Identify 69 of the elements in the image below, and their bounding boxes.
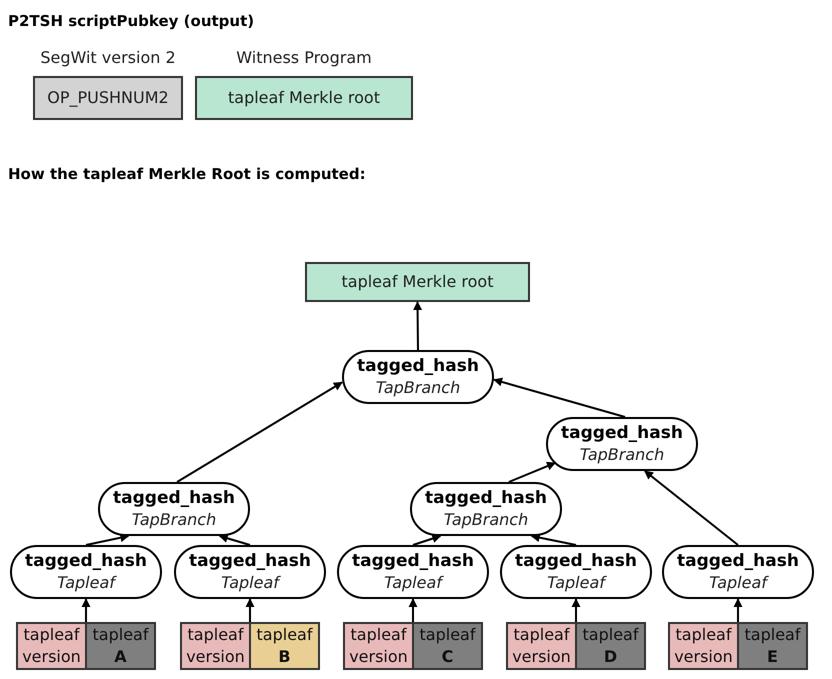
arrow	[408, 598, 418, 622]
arrow	[246, 598, 254, 622]
function-name: tagged_hash	[352, 551, 474, 572]
leaf-field	[249, 624, 318, 668]
function-name: tagged_hash	[25, 551, 147, 572]
function-name: tagged_hash	[561, 423, 683, 444]
hash-pill	[174, 545, 326, 599]
field-label: tapleaf version	[511, 624, 572, 668]
hash-tag: Tapleaf	[384, 572, 442, 593]
field-label: tapleaf A	[92, 624, 150, 668]
hash-tag: TapBranch	[580, 444, 664, 465]
function-name: tagged_hash	[677, 551, 799, 572]
hash-pill	[546, 417, 698, 471]
arrow	[508, 462, 556, 483]
field-label: tapleaf C	[418, 624, 477, 668]
function-name: tagged_hash	[515, 551, 637, 572]
field-label: tapleaf version	[348, 624, 409, 668]
box-heading: SegWit version 2	[40, 48, 176, 68]
arrow	[218, 534, 250, 546]
hash-pill	[662, 545, 814, 599]
field-label: tapleaf version	[21, 624, 82, 668]
box-label: tapleaf Merkle root	[342, 271, 494, 293]
hash-tag: TapBranch	[132, 509, 216, 530]
field-value: tapleaf Merkle root	[228, 87, 380, 109]
arrow	[412, 534, 442, 546]
diagram-title: P2TSH scriptPubkey (output)	[8, 11, 254, 32]
field-label: tapleaf B	[256, 624, 314, 668]
field-label: tapleaf version	[185, 624, 246, 668]
field-label: tapleaf D	[582, 624, 640, 668]
leaf-data-box	[180, 622, 320, 670]
merkle-root-box	[305, 262, 530, 302]
hash-pill	[10, 545, 162, 599]
hash-pill	[500, 545, 652, 599]
leaf-data-box	[668, 622, 808, 670]
hash-pill	[410, 482, 562, 536]
arrow	[86, 533, 130, 546]
arrow	[572, 598, 580, 622]
function-name: tagged_hash	[189, 551, 311, 572]
hash-tag: TapBranch	[444, 509, 528, 530]
field-value: OP_PUSHNUM2	[47, 87, 169, 109]
leaf-field	[412, 624, 481, 668]
box-heading: Witness Program	[236, 48, 372, 68]
arrow	[530, 533, 576, 546]
arrow	[493, 378, 626, 418]
hash-tag: TapBranch	[376, 377, 460, 398]
arrow	[734, 598, 742, 622]
leaf-field	[575, 624, 644, 668]
field-label: tapleaf E	[744, 624, 802, 668]
hash-tag: Tapleaf	[221, 572, 279, 593]
arrow	[413, 301, 422, 350]
arrow	[644, 470, 739, 546]
hash-pill	[342, 350, 494, 404]
function-name: tagged_hash	[357, 356, 479, 377]
hash-tag: Tapleaf	[709, 572, 767, 593]
hash-tag: Tapleaf	[547, 572, 605, 593]
arrow	[82, 598, 90, 622]
leaf-data-box	[506, 622, 646, 670]
field-label: tapleaf version	[673, 624, 734, 668]
function-name: tagged_hash	[113, 488, 235, 509]
hash-tag: Tapleaf	[57, 572, 115, 593]
leaf-data-box	[16, 622, 156, 670]
leaf-field	[737, 624, 806, 668]
function-name: tagged_hash	[425, 488, 547, 509]
leaf-field	[85, 624, 154, 668]
section-heading: How the tapleaf Merkle Root is computed:	[8, 164, 366, 185]
leaf-data-box	[343, 622, 483, 670]
arrow	[176, 382, 343, 483]
hash-pill	[337, 545, 489, 599]
hash-pill	[98, 482, 250, 536]
